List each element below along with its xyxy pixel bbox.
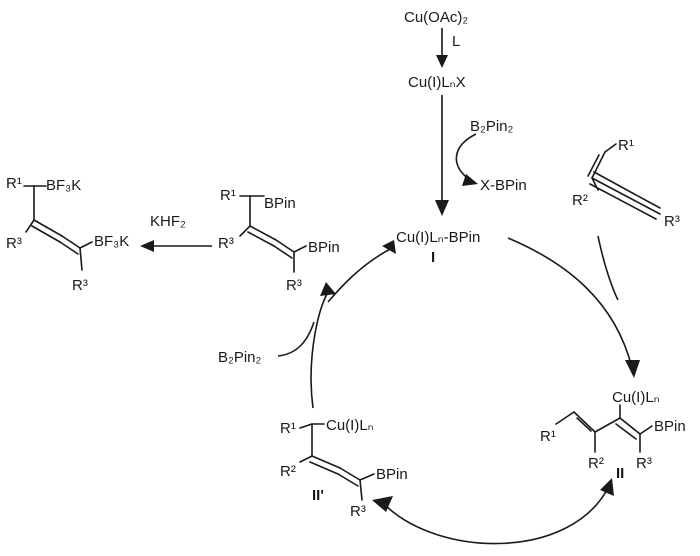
intII-bpin: BPin — [654, 418, 686, 435]
intermediate-II-skeleton — [555, 404, 653, 453]
b2pin2-left-curve — [277, 321, 315, 357]
catalyst-I-numeral: I — [431, 249, 435, 266]
intIIp-numeral: II' — [312, 487, 324, 504]
intII-r3: R³ — [636, 455, 652, 472]
bf3k-r3b: R³ — [72, 277, 88, 294]
enyne-substrate — [587, 143, 661, 220]
bf3k-right: BF₃K — [94, 233, 129, 250]
equilibrium-arrowhead-right — [600, 478, 614, 496]
xbpin-arrowhead — [462, 174, 478, 186]
cycle-arrow-to-catalyst — [327, 247, 393, 303]
intIIp-bpin: BPin — [376, 466, 408, 483]
equilibrium-arrowhead-left — [372, 496, 393, 512]
cycle-arrowhead-II — [625, 360, 640, 378]
b2pin2-left-label: B₂Pin₂ — [218, 349, 262, 366]
enyne-r1: R¹ — [618, 137, 634, 154]
intIIp-r2: R² — [280, 463, 296, 480]
ligand-arrowhead — [436, 55, 448, 68]
diboron-r1: R¹ — [220, 187, 236, 204]
enyne-r2: R² — [572, 192, 588, 209]
catalyst-I-label: Cu(I)Lₙ-BPin — [396, 229, 480, 246]
b2pin2-xbpin-curve — [455, 133, 477, 181]
equilibrium-arrow-II-IIp — [384, 487, 609, 545]
substrate-merge-curve — [597, 235, 619, 301]
intII-cu: Cu(I)Lₙ — [612, 389, 660, 406]
cycle-arrow-IIp-up — [310, 289, 331, 409]
xbpin-label: X-BPin — [480, 177, 527, 194]
cycle-arrowhead-product — [320, 282, 336, 296]
bf3k-product-skeleton — [23, 185, 93, 271]
intII-numeral: II — [616, 465, 624, 482]
enyne-r3: R³ — [664, 213, 680, 230]
diboron-bpin-right: BPin — [308, 239, 340, 256]
intIIp-cu: Cu(I)Lₙ — [326, 417, 374, 434]
ligand-label: L — [452, 33, 460, 50]
cu-lnx-label: Cu(I)LₙX — [408, 74, 466, 91]
bf3k-top: BF₃K — [46, 177, 81, 194]
diboron-r3b: R³ — [286, 277, 302, 294]
intIIp-r3: R³ — [350, 503, 366, 520]
intII-r2: R² — [588, 455, 604, 472]
diboron-product-skeleton — [239, 195, 307, 273]
cu-oac2-label: Cu(OAc)₂ — [404, 9, 468, 26]
to-catalyst-arrowhead — [435, 200, 449, 216]
intermediate-IIp-skeleton — [299, 423, 375, 501]
intII-r1: R¹ — [540, 428, 556, 445]
diboron-r3a: R³ — [218, 235, 234, 252]
intIIp-r1: R¹ — [280, 420, 296, 437]
bf3k-r3a: R³ — [6, 235, 22, 252]
b2pin2-top-label: B₂Pin₂ — [470, 118, 514, 135]
bf3k-r1: R¹ — [6, 175, 22, 192]
khf2-arrowhead — [140, 240, 154, 252]
cycle-arrowhead-catalyst — [382, 240, 396, 254]
cycle-arrow-I-to-II — [507, 237, 633, 369]
khf2-label: KHF₂ — [150, 213, 186, 230]
diboron-bpin-top: BPin — [264, 195, 296, 212]
